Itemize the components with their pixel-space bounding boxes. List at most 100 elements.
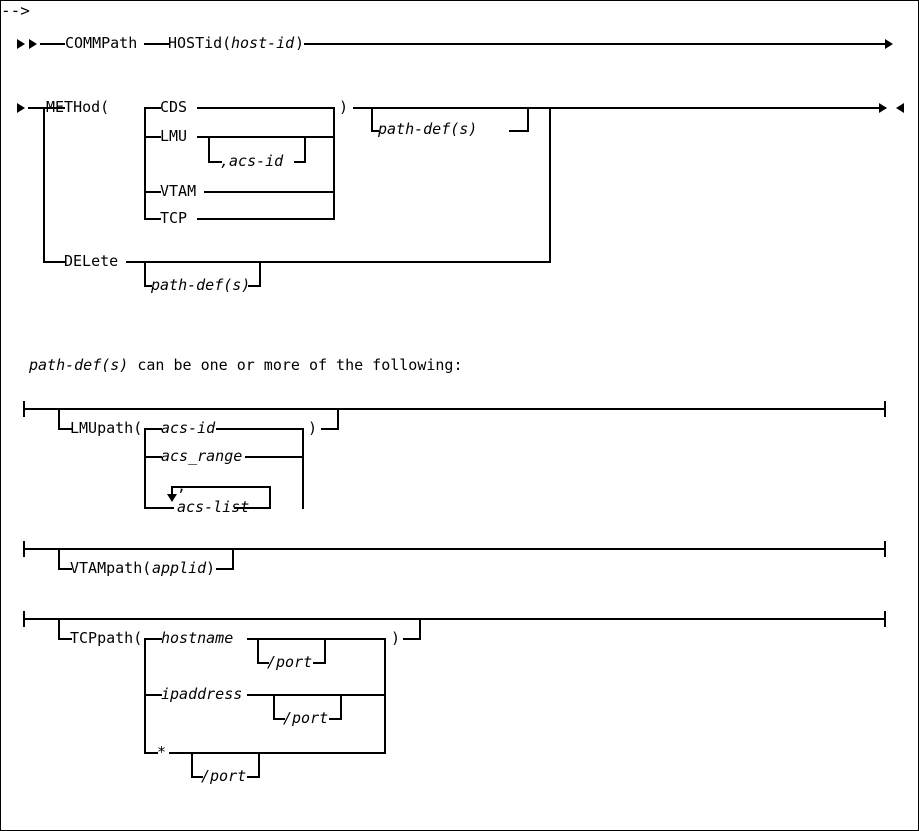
vtampath-end-bar <box>884 541 886 557</box>
pathdefs-opt-left-drop <box>371 107 373 132</box>
delete-pathdefs-left-drop <box>144 261 146 287</box>
vtampath-right-rise <box>232 548 234 570</box>
acslist-loop-right-rise <box>269 486 271 509</box>
ipaddress-rail-in <box>144 694 162 696</box>
star-port-left-drop <box>191 752 193 778</box>
ipaddress-port-rail-in <box>273 718 285 720</box>
line2-start-arrow <box>17 103 25 113</box>
lmupath-end-bar <box>884 401 886 417</box>
line2-end-arrow-right <box>879 103 887 113</box>
token-method-close-paren: ) <box>339 98 349 116</box>
line1-start-arrow-1 <box>17 39 25 49</box>
lmu-rail-in <box>144 136 161 138</box>
token-tcp: TCP <box>160 209 188 227</box>
delete-pathdefs-rail-out <box>248 285 261 287</box>
token-vtampath-open: VTAMpath( <box>70 559 152 577</box>
line2-rail-a <box>28 107 65 109</box>
delete-rail-in <box>43 261 65 263</box>
ipaddress-port-right-rise <box>340 694 342 720</box>
star-port-rail-in <box>191 776 203 778</box>
acsid-rail-out <box>216 428 304 430</box>
note-italic-term: path-def(s) <box>29 356 129 374</box>
token-hostid-close: ) <box>295 34 305 52</box>
token-ipaddress: ipaddress <box>161 685 243 703</box>
lmu-rail-out <box>197 136 335 138</box>
acsid-opt-left-drop <box>208 136 210 163</box>
hostname-rail-out <box>247 638 386 640</box>
token-lmupath-close: ) <box>308 419 318 437</box>
cds-rail-out <box>197 107 335 109</box>
method-choice-right-rail <box>333 107 335 220</box>
vtampath-rail-out <box>216 568 234 570</box>
token-method-open: METHod( <box>46 98 110 116</box>
pathdefs-opt-right-rise <box>527 107 529 132</box>
token-tcppath-close: ) <box>391 629 401 647</box>
token-tcppath-open: TCPpath( <box>70 629 143 647</box>
note-rest: can be one or more of the following: <box>128 356 463 374</box>
line1-start-arrow-2 <box>29 39 37 49</box>
token-delete-path-defs: path-def(s) <box>151 276 251 294</box>
token-star: * <box>157 743 167 761</box>
method-after-paren-rail <box>353 107 551 109</box>
token-acs-range: acs_range <box>161 447 243 465</box>
token-hostid-open: HOSTid( <box>168 34 232 52</box>
lmupath-right-rise <box>337 408 339 430</box>
lmupath-rail-out <box>321 428 339 430</box>
lmupath-top-rail <box>23 408 886 410</box>
method-choice-left-rail <box>144 107 146 220</box>
token-vtampath-close: ) <box>206 559 216 577</box>
tcp-rail-out <box>197 218 335 220</box>
star-rail-in <box>144 752 158 754</box>
tcppath-right-rise <box>419 618 421 640</box>
acslist-loop-top-rail <box>171 486 271 488</box>
line2-end-arrow-left <box>896 103 904 113</box>
line1-rail-c <box>304 43 886 45</box>
pathdefs-opt-rail-out <box>509 130 529 132</box>
vtam-rail-in <box>144 191 161 193</box>
star-rail-out <box>169 752 386 754</box>
token-cds: CDS <box>160 98 188 116</box>
line1-end-arrow <box>885 39 893 49</box>
hostname-port-left-drop <box>257 638 259 664</box>
acsrange-rail-in <box>144 456 162 458</box>
acsid-rail-in <box>144 428 162 430</box>
token-hostname-port: /port <box>267 653 313 671</box>
token-vtam: VTAM <box>160 182 197 200</box>
vtampath-left-drop <box>58 548 60 570</box>
lmupath-choice-left-rail <box>144 428 146 509</box>
tcp-rail-in <box>144 218 161 220</box>
token-lmupath-open: LMUpath( <box>70 419 143 437</box>
ipaddress-rail-out <box>247 694 386 696</box>
tcppath-top-rail <box>23 618 886 620</box>
token-lmu: LMU <box>160 127 188 145</box>
line2-main-rail-right <box>549 107 886 109</box>
tcppath-choice-left-rail <box>144 638 146 754</box>
token-lmu-opt-acsid: ,acs-id <box>220 152 284 170</box>
hostname-port-right-rise <box>324 638 326 664</box>
acslist-loop-arrow <box>167 494 177 502</box>
token-delete: DELete <box>64 252 119 270</box>
star-port-rail-out <box>247 776 260 778</box>
acsid-opt-rail-out <box>294 161 306 163</box>
delete-branch-right-rail <box>549 107 551 263</box>
vtampath-rail-in <box>58 568 72 570</box>
token-star-port: /port <box>201 767 247 785</box>
lmupath-left-drop <box>58 408 60 430</box>
acsid-opt-right-rise <box>304 136 306 163</box>
pathdefs-opt-rail-in <box>371 130 379 132</box>
delete-pathdefs-rail-in <box>144 285 152 287</box>
acslist-rail-out <box>234 507 271 509</box>
hostname-rail-in <box>144 638 162 640</box>
lmupath-rail-in <box>58 428 72 430</box>
tcppath-rail-in <box>58 638 72 640</box>
tcppath-choice-right-rail <box>384 638 386 754</box>
token-ipaddress-port: /port <box>283 709 329 727</box>
delete-pathdefs-right-rise <box>259 261 261 287</box>
token-path-defs: path-def(s) <box>378 120 478 138</box>
cds-rail-in <box>144 107 161 109</box>
acslist-loop-left-drop <box>171 486 173 496</box>
vtam-rail-out <box>204 191 335 193</box>
token-vtampath-applid: applid <box>152 559 207 577</box>
tcppath-rail-out <box>403 638 421 640</box>
